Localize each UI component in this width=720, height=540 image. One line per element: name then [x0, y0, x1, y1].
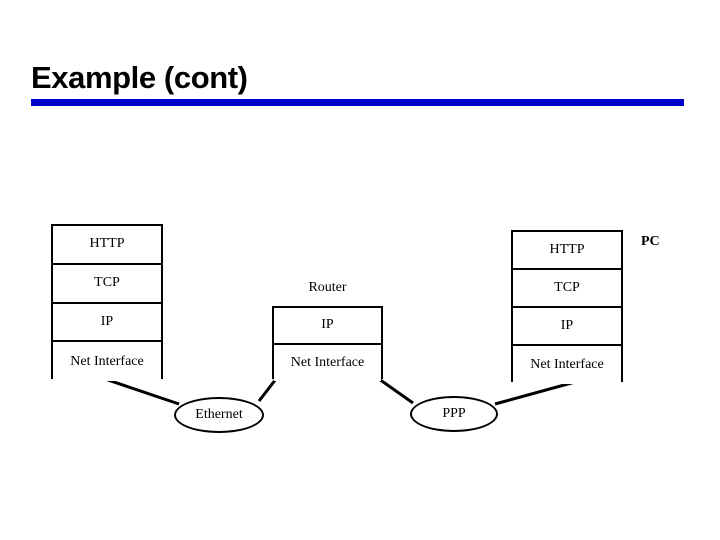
protocol-stack-router: IP Net Interface — [272, 306, 383, 381]
protocol-stack-host-right: HTTP TCP IP Net Interface — [511, 230, 623, 384]
network-ethernet: Ethernet — [174, 397, 264, 433]
stack-layer-tcp: TCP — [53, 264, 161, 304]
network-ppp: PPP — [410, 396, 498, 432]
title-underline-rule — [31, 99, 684, 106]
connector-router-to-ppp — [378, 377, 414, 405]
stack-layer-ip: IP — [53, 303, 161, 343]
stack-layer-net-interface: Net Interface — [274, 344, 381, 381]
protocol-stack-host-left: HTTP TCP IP Net Interface — [51, 224, 163, 381]
connector-right-host-to-ppp — [494, 380, 576, 406]
stack-layer-ip: IP — [274, 308, 381, 345]
pc-label: PC — [641, 234, 660, 249]
stack-layer-http: HTTP — [53, 226, 161, 265]
page-title: Example (cont) — [31, 60, 248, 95]
stack-layer-http: HTTP — [513, 232, 621, 270]
stack-layer-net-interface: Net Interface — [53, 342, 161, 381]
stack-layer-net-interface: Net Interface — [513, 346, 621, 384]
router-label: Router — [308, 280, 347, 295]
stack-layer-ip: IP — [513, 308, 621, 346]
stack-layer-tcp: TCP — [513, 270, 621, 308]
connector-router-to-ethernet — [257, 378, 278, 402]
connector-left-host-to-ethernet — [104, 377, 180, 406]
